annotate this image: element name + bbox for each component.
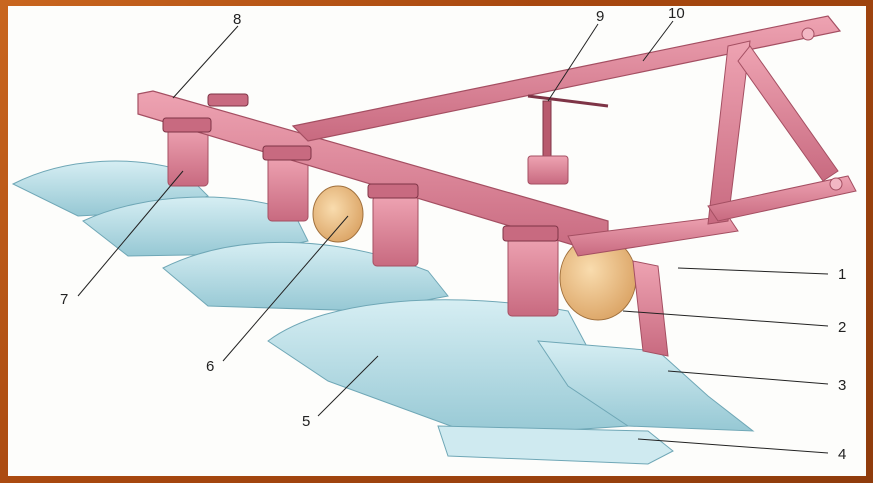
plow-diagram-canvas: 1 2 3 4 5 6 7 8 9 10 — [8, 6, 866, 476]
label-6: 6 — [206, 358, 214, 375]
label-4: 4 — [838, 446, 846, 463]
label-8: 8 — [233, 11, 241, 28]
moldboard-bodies — [11, 160, 755, 465]
hitch-pin-top — [801, 27, 815, 41]
adjust-screw-handle — [527, 94, 609, 108]
standard-2 — [267, 155, 309, 222]
disc-coulter-rear — [312, 185, 364, 243]
front-crossbar — [567, 215, 739, 257]
hitch-strut — [737, 45, 839, 182]
lower-link — [707, 175, 857, 222]
share-4 — [437, 425, 674, 465]
adjust-screw-housing — [527, 155, 569, 185]
standard-1 — [167, 125, 209, 187]
label-5: 5 — [302, 413, 310, 430]
label-3: 3 — [838, 377, 846, 394]
leader-lines — [77, 20, 829, 454]
label-1: 1 — [838, 266, 846, 283]
standard-3 — [372, 195, 419, 267]
label-9: 9 — [596, 8, 604, 25]
standards — [167, 125, 559, 317]
plow-diagram: 1 2 3 4 5 6 7 8 9 10 — [11, 6, 857, 465]
standard-4 — [507, 235, 559, 317]
label-7: 7 — [60, 291, 68, 308]
label-10: 10 — [668, 6, 685, 22]
beam-clamps — [162, 93, 559, 242]
hitch-tower — [707, 40, 751, 225]
coulter-stem — [632, 260, 669, 357]
hitch-pin-bottom — [829, 177, 843, 191]
label-2: 2 — [838, 319, 846, 336]
moldboard-2 — [82, 196, 309, 257]
